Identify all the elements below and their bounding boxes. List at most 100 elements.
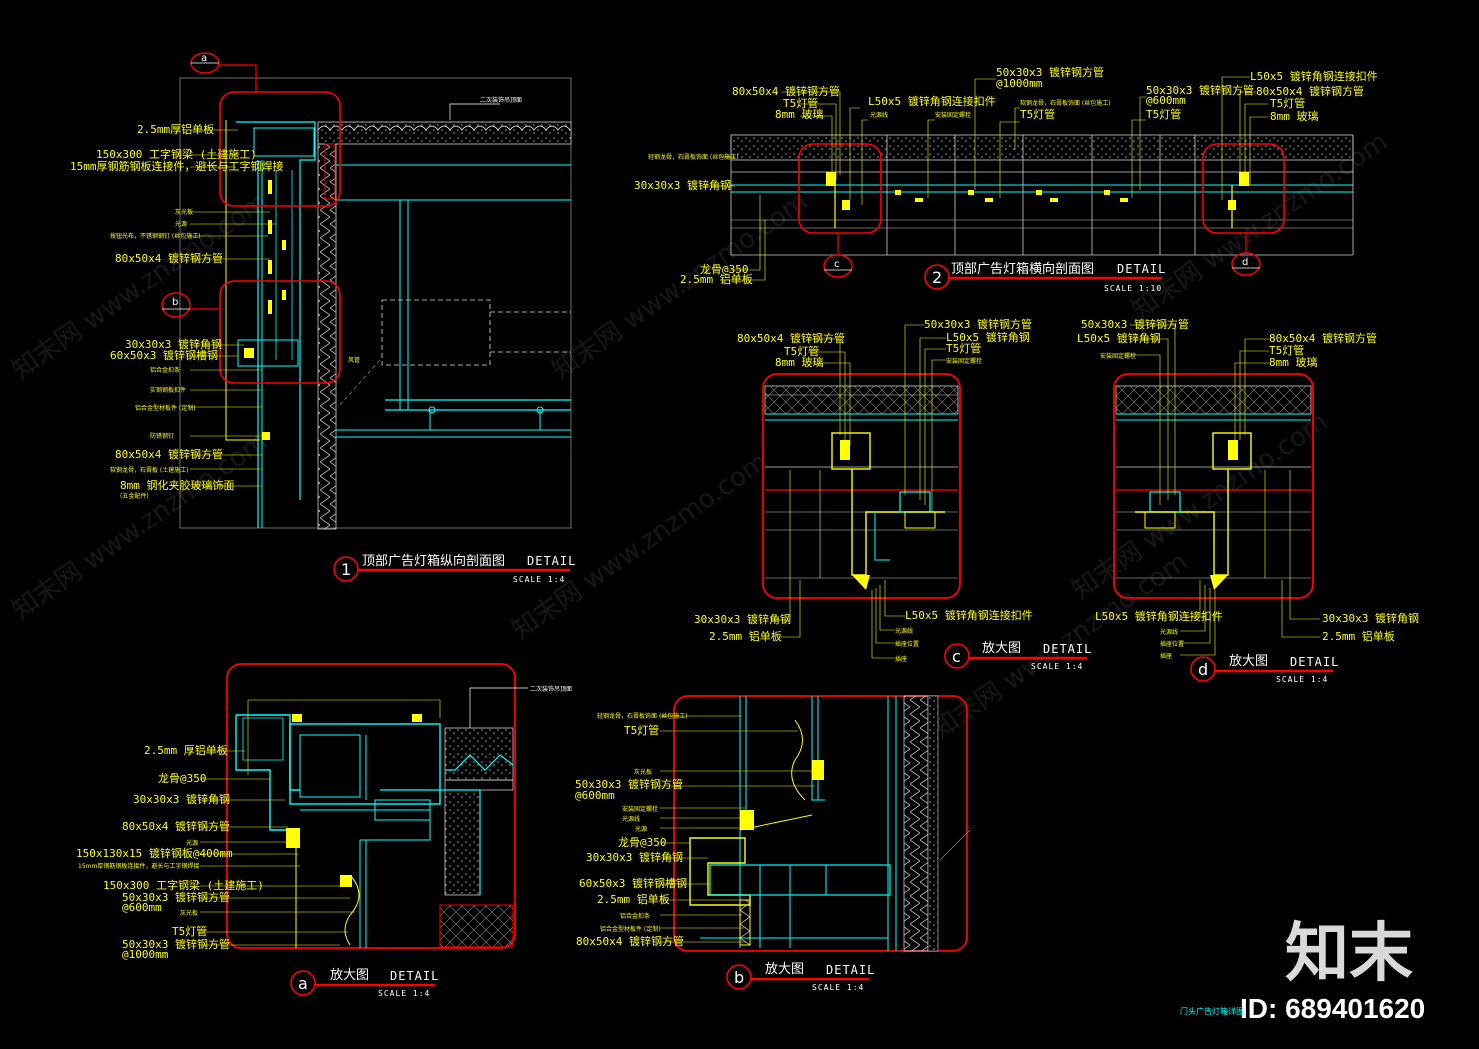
svg-text:T5灯管: T5灯管 <box>1270 96 1305 110</box>
svg-text:L50x5 镀锌角钢连接扣件: L50x5 镀锌角钢连接扣件 <box>868 94 996 108</box>
footer-note: 门头广告灯箱详图 <box>1180 1006 1244 1016</box>
callout-tag-b: b <box>172 297 178 308</box>
svg-text:光源线: 光源线 <box>1160 628 1178 636</box>
detail-b-title: 放大图 <box>765 962 804 977</box>
svg-text:T5灯管: T5灯管 <box>1146 107 1181 121</box>
svg-text:30x30x3 镀锌角钢: 30x30x3 镀锌角钢 <box>133 792 230 806</box>
svg-text:30x30x3 镀锌角钢: 30x30x3 镀锌角钢 <box>586 850 683 864</box>
callout-tag-a: a <box>201 53 207 64</box>
svg-text:(五金配件): (五金配件) <box>120 492 149 500</box>
svg-text:80x50x4 镀锌钢方管: 80x50x4 镀锌钢方管 <box>1269 331 1377 345</box>
svg-text:龙骨@350: 龙骨@350 <box>700 263 749 276</box>
detail-c: 80x50x4 镀锌钢方管 T5灯管 8mm 玻璃 50x30x3 镀锌钢方管 … <box>694 317 1092 671</box>
image-id: ID: 689401620 <box>1240 993 1425 1024</box>
svg-text:@600mm: @600mm <box>575 789 615 802</box>
svg-text:安装固定螺栓: 安装固定螺栓 <box>622 805 658 813</box>
svg-text:铝合金型材板件 (定制): 铝合金型材板件 (定制) <box>135 404 196 412</box>
svg-text:80x50x4 镀锌钢方管: 80x50x4 镀锌钢方管 <box>115 447 223 461</box>
svg-text:软钢龙骨，石膏板饰面 (丝包施工): 软钢龙骨，石膏板饰面 (丝包施工) <box>1020 99 1111 107</box>
svg-text:轻钢龙骨，石膏板饰面 (丝包施工): 轻钢龙骨，石膏板饰面 (丝包施工) <box>648 153 739 161</box>
ceiling-label-a: 二次装饰吊顶面 <box>530 685 572 693</box>
svg-text:安装固定螺栓: 安装固定螺栓 <box>1100 352 1136 360</box>
detail-b-number: b <box>734 968 744 987</box>
drawing-1-title: 顶部广告灯箱纵向剖面图 <box>362 553 505 569</box>
svg-text:30x30x3 镀锌角钢: 30x30x3 镀锌角钢 <box>1322 611 1419 625</box>
drawing-1-number: 1 <box>341 560 351 579</box>
svg-text:50x30x3 镀锌钢方管: 50x30x3 镀锌钢方管 <box>996 65 1104 79</box>
drawing-1-detail: DETAIL <box>527 554 576 568</box>
svg-text:@1000mm: @1000mm <box>122 948 169 961</box>
svg-text:50x30x3 镀锌钢方管: 50x30x3 镀锌钢方管 <box>924 317 1032 331</box>
svg-text:软钢龙骨，石膏板 (土建施工): 软钢龙骨，石膏板 (土建施工) <box>110 466 189 474</box>
brand-text: 知末 <box>1285 917 1413 991</box>
svg-text:80x50x4 镀锌钢方管: 80x50x4 镀锌钢方管 <box>576 934 684 948</box>
svg-text:150x300 工字钢梁 (土建施工): 150x300 工字钢梁 (土建施工) <box>96 147 257 161</box>
svg-text:插座位置: 插座位置 <box>1160 640 1184 648</box>
svg-text:2.5mm厚铝单板: 2.5mm厚铝单板 <box>137 122 214 136</box>
svg-text:光源线: 光源线 <box>895 627 913 635</box>
svg-text:T5灯管: T5灯管 <box>1020 107 1055 121</box>
svg-text:实钢钢板扣件: 实钢钢板扣件 <box>150 386 186 394</box>
svg-text:80x50x4 镀锌钢方管: 80x50x4 镀锌钢方管 <box>737 331 845 345</box>
svg-text:50x30x3 镀锌钢方管: 50x30x3 镀锌钢方管 <box>122 937 230 951</box>
svg-text:龙骨@350: 龙骨@350 <box>158 772 207 785</box>
svg-text:8mm 玻璃: 8mm 玻璃 <box>1270 109 1319 123</box>
svg-text:插座位置: 插座位置 <box>895 640 919 648</box>
svg-text:铝合金扣条: 铝合金扣条 <box>620 912 650 920</box>
svg-text:L50x5 镀锌角钢: L50x5 镀锌角钢 <box>1077 331 1161 345</box>
svg-text:30x30x3 镀锌角钢: 30x30x3 镀锌角钢 <box>634 178 731 192</box>
svg-text:8mm 玻璃: 8mm 玻璃 <box>1269 355 1318 369</box>
svg-text:150x300 工字钢梁 (土建施工): 150x300 工字钢梁 (土建施工) <box>103 878 264 892</box>
svg-text:15mm厚钢筋钢板连接件，避长与工字钢焊接: 15mm厚钢筋钢板连接件，避长与工字钢焊接 <box>78 862 199 870</box>
svg-text:2.5mm 铝单板: 2.5mm 铝单板 <box>680 272 753 286</box>
svg-text:插座: 插座 <box>895 655 907 663</box>
detail-b: 轻钢龙骨，石膏板饰面 (丝包施工) T5灯管 灰光板 50x30x3 镀锌钢方管… <box>575 695 971 992</box>
detail-d: 50x30x3 镀锌钢方管 L50x5 镀锌角钢 安装固定螺栓 80x50x4 … <box>1077 317 1419 684</box>
svg-text:T5灯管: T5灯管 <box>172 924 207 938</box>
svg-text:光源: 光源 <box>186 839 198 847</box>
drawing-2-detail: DETAIL <box>1117 262 1166 276</box>
detail-d-labels: 50x30x3 镀锌钢方管 L50x5 镀锌角钢 安装固定螺栓 80x50x4 … <box>1077 317 1419 660</box>
svg-text:轻钢龙骨，石膏板饰面 (丝包施工): 轻钢龙骨，石膏板饰面 (丝包施工) <box>597 712 688 720</box>
svg-text:T5灯管: T5灯管 <box>946 341 981 355</box>
svg-text:铝合金扣条: 铝合金扣条 <box>150 366 180 374</box>
svg-text:按钮光布，不锈钢钢钉 (丝包施工): 按钮光布，不锈钢钢钉 (丝包施工) <box>110 232 201 240</box>
svg-text:光源: 光源 <box>175 220 187 228</box>
callout-tag-c: c <box>834 259 840 270</box>
brand-logo: 知末 <box>1285 917 1413 991</box>
detail-a-number: a <box>298 974 308 993</box>
svg-text:L50x5 镀锌角钢连接扣件: L50x5 镀锌角钢连接扣件 <box>1250 69 1378 83</box>
detail-a-labels: 2.5mm 厚铝单板 龙骨@350 30x30x3 镀锌角钢 80x50x4 镀… <box>76 743 355 961</box>
svg-text:8mm 钢化夹胶玻璃饰面: 8mm 钢化夹胶玻璃饰面 <box>120 478 235 492</box>
svg-text:L50x5 镀锌角钢: L50x5 镀锌角钢 <box>946 330 1030 344</box>
detail-a-detail: DETAIL <box>390 969 439 983</box>
svg-text:8mm 玻璃: 8mm 玻璃 <box>775 107 824 121</box>
svg-text:插座: 插座 <box>1160 652 1172 660</box>
svg-text:T5灯管: T5灯管 <box>1269 343 1304 357</box>
svg-text:150x130x15 镀锌钢板@400mm: 150x130x15 镀锌钢板@400mm <box>76 846 233 860</box>
detail-a-title: 放大图 <box>330 968 369 983</box>
svg-text:2.5mm 铝单板: 2.5mm 铝单板 <box>1322 629 1395 643</box>
svg-text:T5灯管: T5灯管 <box>624 723 659 737</box>
detail-d-number: d <box>1198 660 1208 679</box>
svg-text:80x50x4 镀锌钢方管: 80x50x4 镀锌钢方管 <box>122 819 230 833</box>
detail-a-scale: SCALE 1:4 <box>378 989 430 998</box>
svg-text:2.5mm 铝单板: 2.5mm 铝单板 <box>709 629 782 643</box>
svg-text:铝合金型材板件 (定制): 铝合金型材板件 (定制) <box>600 925 661 933</box>
detail-c-title: 放大图 <box>982 641 1021 656</box>
drawing-1-scale: SCALE 1:4 <box>513 575 565 584</box>
svg-text:15mm厚钢筋钢板连接件，避长与工字钢焊接: 15mm厚钢筋钢板连接件，避长与工字钢焊接 <box>70 159 284 173</box>
detail-d-title: 放大图 <box>1229 654 1268 669</box>
svg-text:灰光板: 灰光板 <box>180 909 198 917</box>
drawing-2-scale: SCALE 1:10 <box>1104 284 1162 293</box>
drawing-1-longitudinal-section: 风管 a b <box>70 52 576 584</box>
svg-text:灰光板: 灰光板 <box>175 208 193 216</box>
svg-text:@1000mm: @1000mm <box>996 77 1043 90</box>
watermark-text: 知末网 www.znzmo.com <box>1067 407 1333 606</box>
drawing-2-labels: 80x50x4 镀锌钢方管 T5灯管 8mm 玻璃 轻钢龙骨，石膏板饰面 (丝包… <box>634 65 1378 286</box>
svg-text:2.5mm 铝单板: 2.5mm 铝单板 <box>597 892 670 906</box>
detail-c-detail: DETAIL <box>1043 642 1092 656</box>
svg-text:L50x5 镀锌角钢连接扣件: L50x5 镀锌角钢连接扣件 <box>1095 609 1223 623</box>
svg-text:80x50x4 镀锌钢方管: 80x50x4 镀锌钢方管 <box>1256 84 1364 98</box>
